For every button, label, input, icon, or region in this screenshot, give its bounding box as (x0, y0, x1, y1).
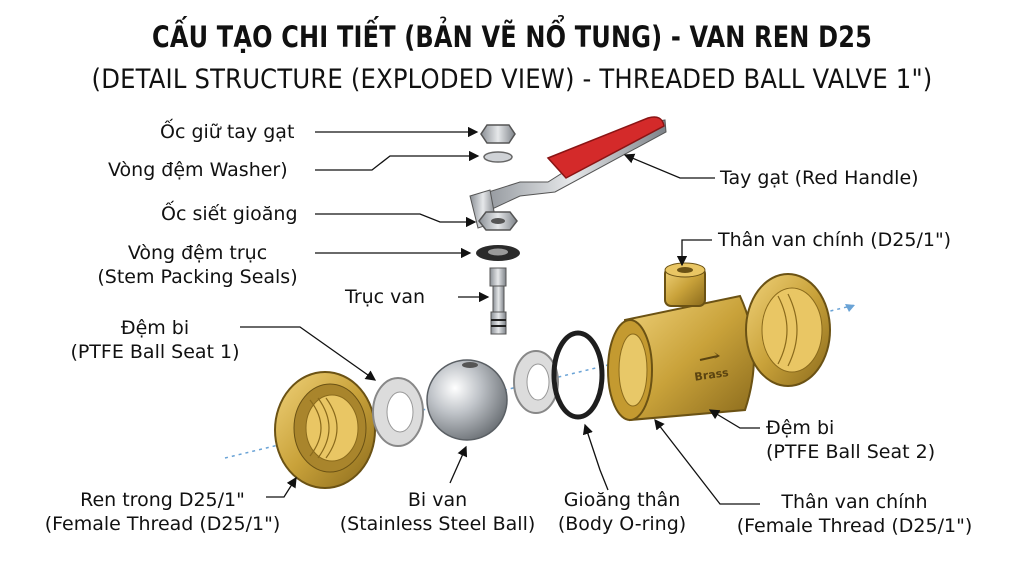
leader-female-thread (266, 476, 297, 498)
label-o-ring-en: (Body O-ring) (557, 513, 687, 535)
leader-packing-nut (315, 213, 477, 228)
leader-seat-1 (240, 326, 377, 381)
leader-seat-2 (708, 409, 760, 429)
label-seat-2: Đệm bi (PTFE Ball Seat 2) (766, 416, 935, 464)
label-handle-nut: Ốc giữ tay gạt (160, 121, 295, 143)
leader-body-top (676, 239, 712, 267)
label-body-bottom-vi: Thân van chính (781, 491, 928, 513)
label-washer: Vòng đệm Washer) (108, 159, 288, 181)
label-female-thread-en: (Female Thread (D25/1") (44, 513, 281, 535)
valve-stem-part (489, 267, 507, 335)
body-o-ring-part (551, 330, 605, 420)
leader-o-ring (582, 423, 609, 491)
washer-part (483, 151, 513, 163)
packing-nut-part (478, 211, 518, 231)
label-o-ring: Gioăng thân (Body O-ring) (548, 488, 696, 536)
label-female-thread: Ren trong D25/1" (Female Thread (D25/1") (40, 488, 285, 536)
label-ball-en: (Stainless Steel Ball) (339, 513, 536, 535)
axis-arrow-icon (845, 304, 855, 312)
leader-body-bottom (654, 418, 760, 505)
right-thread-nut-part (745, 273, 831, 387)
left-thread-nut-part (274, 371, 376, 489)
diagram-title: CẤU TẠO CHI TIẾT (BẢN VẼ NỔ TUNG) - VAN … (152, 20, 872, 54)
valve-body-part: Brass (607, 262, 755, 422)
label-seat-2-en: (PTFE Ball Seat 2) (766, 441, 936, 463)
label-stem: Trục van (345, 286, 426, 308)
ptfe-seat-1-part (372, 377, 424, 447)
diagram-subtitle: (DETAIL STRUCTURE (EXPLODED VIEW) - THRE… (91, 64, 933, 95)
label-seat-1-en: (PTFE Ball Seat 1) (70, 341, 240, 363)
leader-ball (449, 445, 468, 484)
stem-seals-part (476, 245, 520, 261)
label-ball: Bi van (Stainless Steel Ball) (330, 488, 545, 536)
leader-red-handle (623, 153, 715, 179)
label-seat-1-vi: Đệm bi (120, 317, 190, 339)
label-ball-vi: Bi van (407, 489, 468, 511)
label-stem-seals-en: (Stem Packing Seals) (97, 266, 298, 288)
label-body-bottom: Thân van chính (Female Thread (D25/1") (712, 490, 997, 538)
label-body-bottom-en: (Female Thread (D25/1") (736, 515, 973, 537)
label-red-handle: Tay gạt (Red Handle) (720, 167, 919, 189)
ptfe-seat-2-part (513, 350, 559, 414)
label-stem-seals: Vòng đệm trục (Stem Packing Seals) (80, 241, 315, 289)
label-o-ring-vi: Gioăng thân (563, 489, 681, 511)
label-body-top: Thân van chính (D25/1") (718, 229, 952, 251)
label-seat-1: Đệm bi (PTFE Ball Seat 1) (45, 316, 265, 364)
label-seat-2-vi: Đệm bi (766, 417, 835, 439)
label-female-thread-vi: Ren trong D25/1" (80, 489, 245, 511)
stainless-ball-part (426, 359, 508, 441)
leader-washer (315, 150, 480, 171)
handle-nut-part (480, 124, 516, 144)
label-stem-seals-vi: Vòng đệm trục (127, 242, 268, 264)
brass-marking: Brass (694, 366, 730, 384)
label-packing-nut: Ốc siết gioăng (161, 203, 298, 225)
